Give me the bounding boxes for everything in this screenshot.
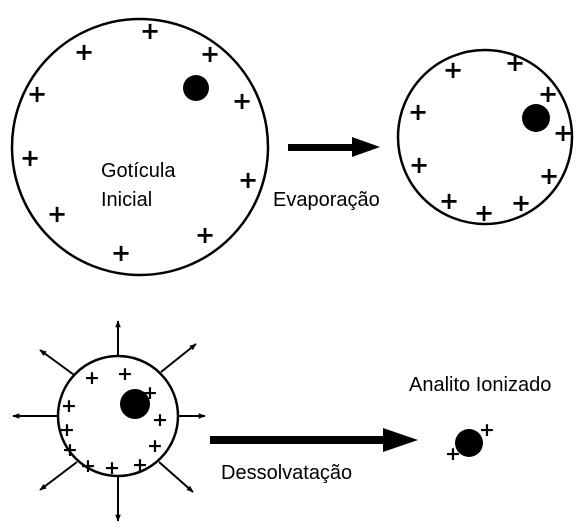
ionized-analyte-particle	[455, 429, 483, 457]
initial-droplet-analyte	[183, 75, 209, 101]
charge: +	[20, 144, 40, 172]
initial-droplet-outline	[10, 17, 270, 277]
charge: +	[152, 409, 168, 431]
initial-droplet-charges: + + + + + + + + + +	[20, 17, 258, 267]
evaporated-droplet-outline	[396, 48, 574, 226]
initial-droplet: + + + + + + + + + + Gotícula Inicial	[10, 17, 270, 277]
charge: +	[61, 395, 77, 417]
charge: +	[539, 162, 559, 190]
exploding-droplet: + + + + + + + + + + +	[12, 320, 206, 522]
droplet-label-line2: Inicial	[101, 189, 152, 211]
charge: +	[80, 455, 96, 477]
charge: +	[147, 435, 163, 457]
ejection-arrow	[39, 461, 78, 491]
charge: +	[511, 189, 531, 217]
charge: +	[439, 187, 459, 215]
charge: +	[47, 200, 67, 228]
evaporated-droplet-charges: + + + + + + + + + +	[408, 49, 573, 227]
ionized-analyte-label: Analito Ionizado	[409, 374, 551, 396]
charge: +	[62, 439, 78, 461]
charge: +	[27, 80, 47, 108]
charge: +	[200, 40, 220, 68]
charge: +	[111, 239, 131, 267]
ejection-arrow	[160, 343, 197, 373]
evaporation-label: Evaporação	[273, 189, 380, 211]
charge: +	[142, 382, 158, 404]
charge: +	[74, 38, 94, 66]
charge: +	[238, 166, 258, 194]
exploding-droplet-outline	[56, 354, 180, 478]
charge: +	[408, 98, 428, 126]
ejection-arrow	[158, 461, 194, 493]
charge: +	[553, 119, 573, 147]
charge: +	[140, 17, 160, 45]
desolvation-arrow	[210, 428, 418, 452]
charge: +	[409, 151, 429, 179]
charge: +	[232, 87, 252, 115]
evaporated-droplet-analyte	[522, 104, 550, 132]
charge: +	[104, 457, 120, 479]
charge: +	[443, 56, 463, 84]
charge: +	[479, 419, 495, 441]
charge: +	[505, 49, 525, 77]
evaporation-arrow	[288, 137, 380, 157]
exploding-droplet-charges: + + + + + + + + + + +	[59, 363, 168, 479]
droplet-label-line1: Gotícula	[101, 160, 176, 182]
charge: +	[445, 443, 461, 465]
ejection-arrows	[12, 320, 206, 522]
charge: +	[132, 454, 148, 476]
charge: +	[84, 367, 100, 389]
charge: +	[59, 419, 75, 441]
charge: +	[117, 363, 133, 385]
exploding-droplet-analyte	[120, 389, 150, 419]
charge: +	[474, 199, 494, 227]
ionized-analyte: + +	[445, 419, 495, 465]
charge: +	[195, 221, 215, 249]
desolvation-label: Dessolvatação	[221, 462, 352, 484]
evaporated-droplet: + + + + + + + + + +	[396, 48, 574, 227]
charge: +	[538, 80, 558, 108]
